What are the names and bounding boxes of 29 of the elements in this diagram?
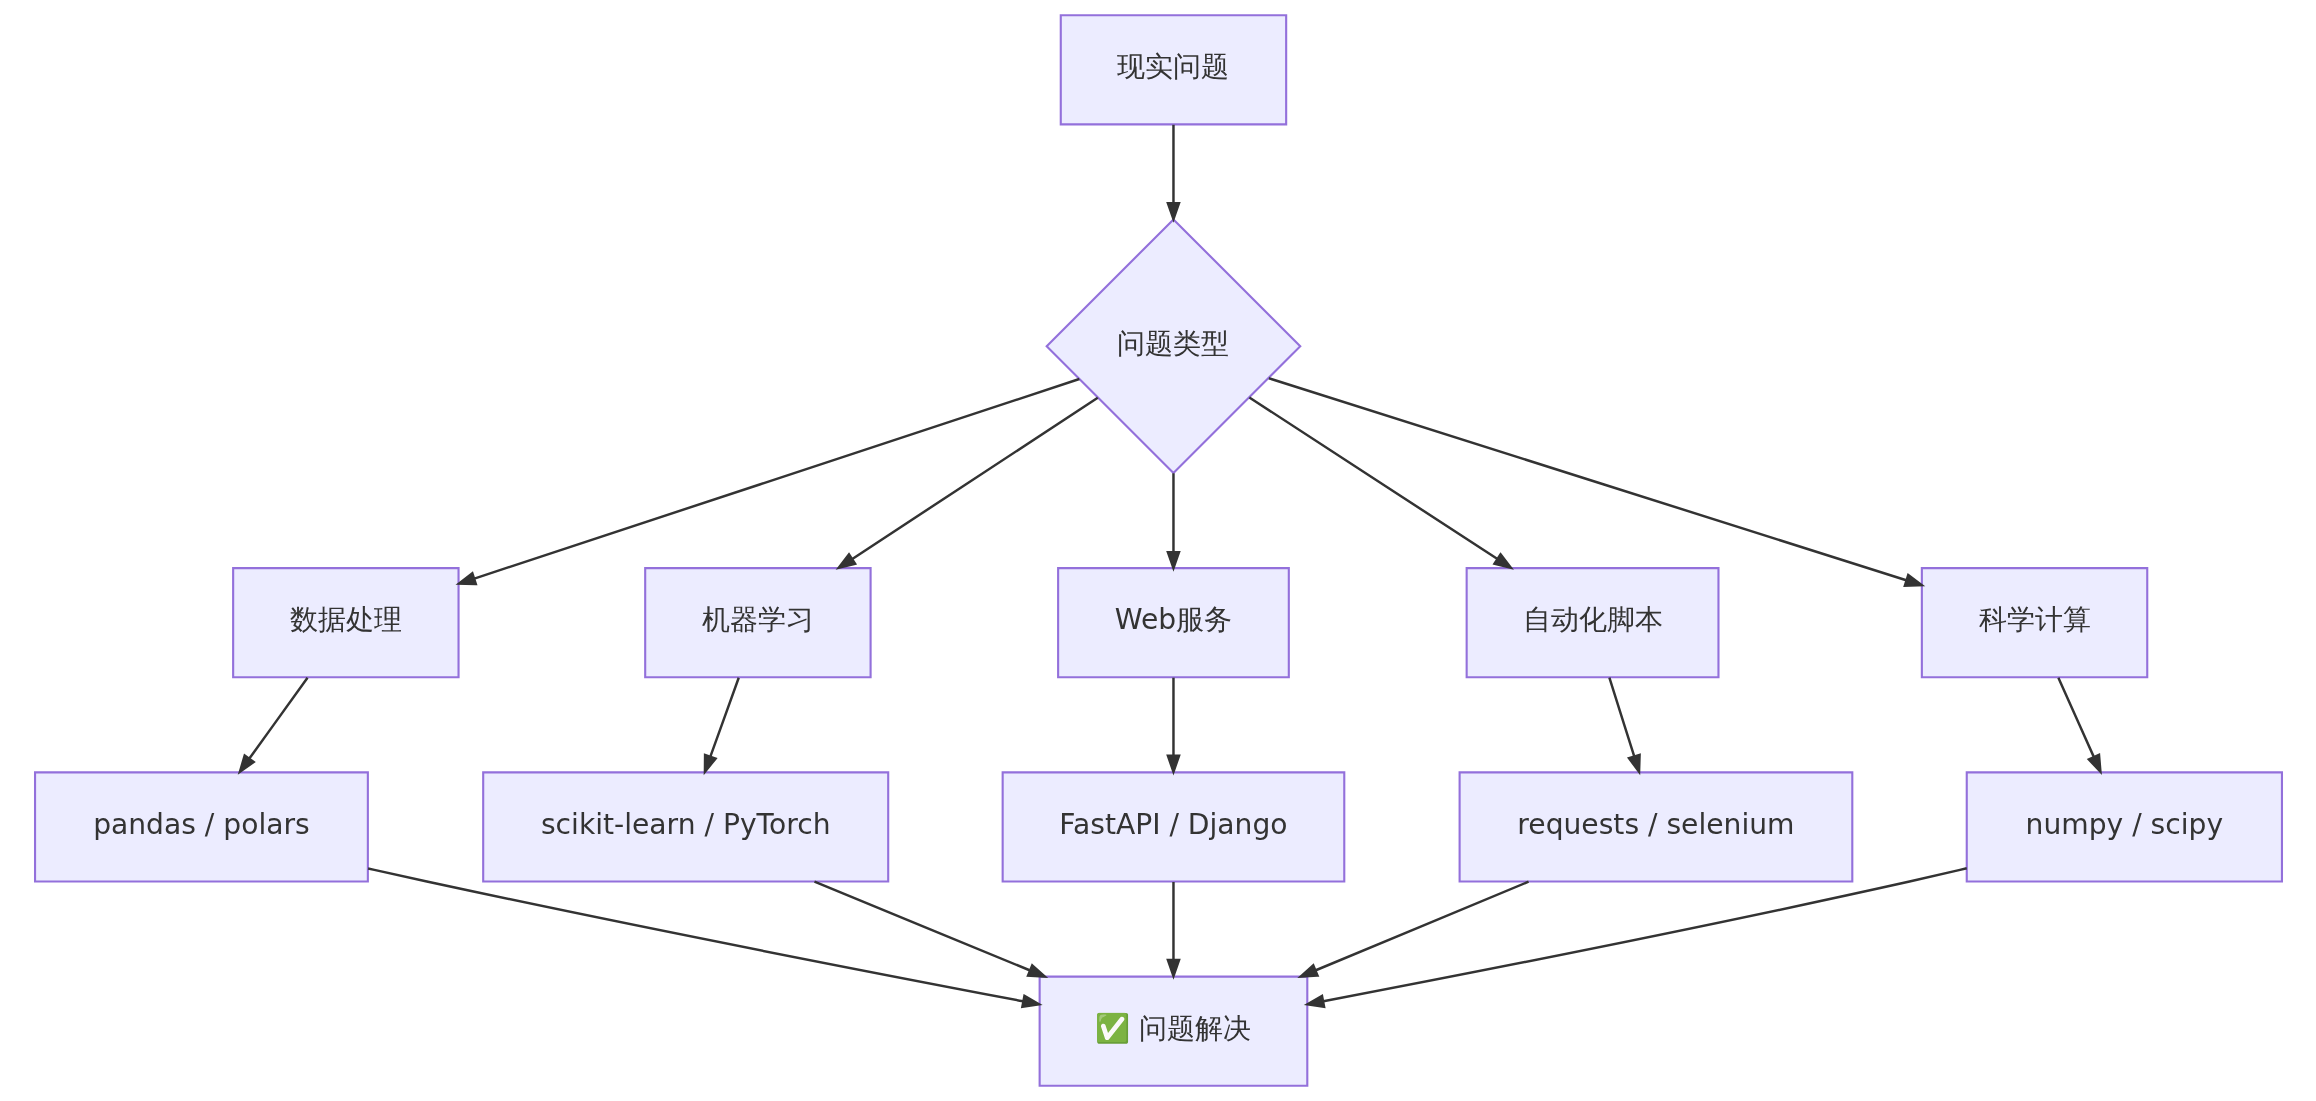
arrow [237,677,309,775]
arrow [1248,396,1514,570]
node-diamond: 问题类型 [1044,217,1302,475]
node-box: 现实问题 [1059,14,1287,126]
node-box: 科学计算 [1920,567,2148,679]
arrow [1607,677,1641,776]
node-box: FastAPI / Django [1001,771,1345,883]
arrow [1165,882,1181,980]
arrow [367,867,1043,1009]
arrow [1165,124,1181,223]
arrow [813,880,1048,978]
arrow [454,377,1080,586]
arrow [1303,867,1967,1009]
node-box: 机器学习 [643,567,872,679]
node-box: requests / selenium [1458,771,1853,883]
node-box: ✅ 问题解决 [1038,975,1308,1087]
arrow [835,396,1098,570]
arrow [1165,473,1181,572]
node-box: numpy / scipy [1965,771,2283,883]
arrow [1296,880,1529,978]
arrow [1165,677,1181,776]
arrow [2056,677,2102,776]
node-box: 自动化脚本 [1465,567,1720,679]
arrow [703,677,740,776]
node-box: pandas / polars [33,771,369,883]
node-box: Web服务 [1056,567,1290,679]
node-box: scikit-learn / PyTorch [481,771,889,883]
arrow [1268,377,1925,587]
node-box: 数据处理 [231,567,460,679]
